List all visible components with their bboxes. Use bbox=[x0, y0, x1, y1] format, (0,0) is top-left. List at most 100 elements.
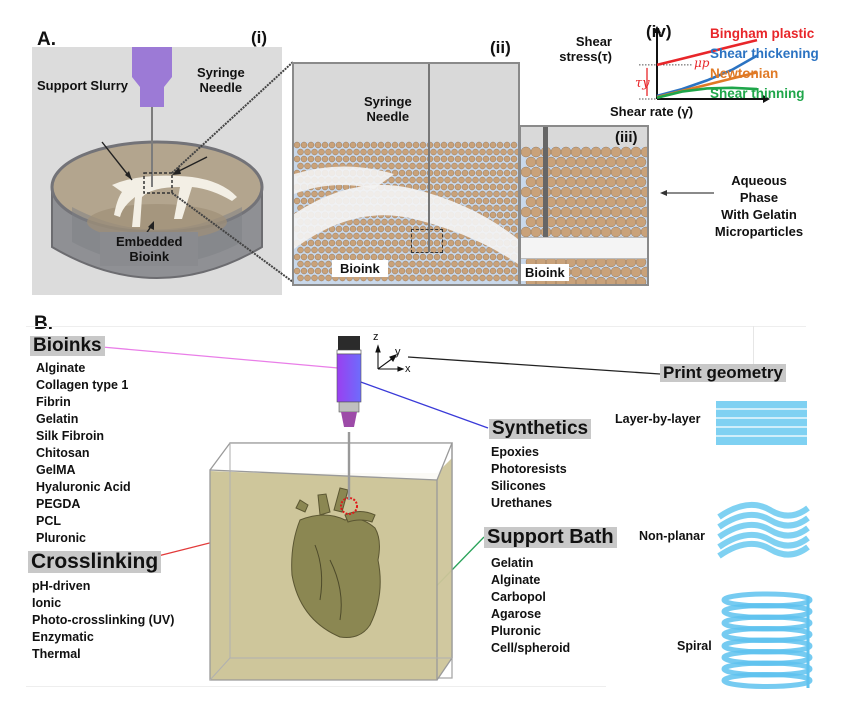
microparticle bbox=[311, 190, 318, 198]
crosslinking-item: Enzymatic bbox=[32, 630, 94, 644]
microparticle bbox=[356, 155, 364, 163]
microparticle bbox=[440, 155, 448, 163]
microparticle bbox=[440, 183, 448, 191]
layer-by-layer-label: Layer-by-layer bbox=[615, 412, 701, 426]
microparticle bbox=[314, 253, 322, 261]
chart-ylabel-line1: Shear bbox=[575, 34, 612, 49]
microparticle bbox=[437, 162, 444, 170]
microparticle bbox=[307, 141, 315, 149]
crosslinking-item: Photo-crosslinking (UV) bbox=[32, 613, 175, 627]
y-axis-arrow bbox=[653, 26, 661, 33]
microparticle bbox=[370, 155, 378, 163]
microparticle bbox=[405, 155, 413, 163]
microparticle bbox=[465, 162, 472, 170]
microparticle bbox=[507, 176, 514, 184]
chart-ylabel: Shear stress(τ) bbox=[556, 34, 612, 64]
microparticle bbox=[335, 225, 343, 233]
microparticle bbox=[496, 169, 504, 177]
microparticle bbox=[314, 239, 322, 247]
bioink-item: PEGDA bbox=[36, 497, 81, 511]
microparticle bbox=[426, 267, 434, 275]
microparticle bbox=[486, 190, 493, 198]
microparticle bbox=[486, 176, 493, 184]
microparticle bbox=[475, 155, 483, 163]
microparticle bbox=[468, 267, 476, 275]
microparticle bbox=[398, 239, 406, 247]
microparticle bbox=[454, 155, 462, 163]
microparticle bbox=[297, 274, 304, 282]
microparticle bbox=[486, 148, 493, 156]
microparticle bbox=[507, 218, 514, 226]
microparticle bbox=[318, 190, 325, 198]
divider-top bbox=[26, 326, 806, 327]
microparticle bbox=[493, 274, 500, 282]
microparticle bbox=[381, 218, 388, 226]
microparticle bbox=[451, 232, 458, 240]
syringe-b bbox=[336, 336, 362, 427]
microparticle bbox=[475, 267, 483, 275]
microparticle bbox=[332, 232, 339, 240]
microparticle bbox=[307, 239, 315, 247]
microparticle bbox=[447, 141, 455, 149]
microparticle bbox=[451, 162, 458, 170]
microparticle bbox=[458, 176, 465, 184]
microparticle bbox=[409, 260, 416, 268]
microparticle bbox=[461, 267, 469, 275]
microparticle bbox=[510, 155, 518, 163]
microparticle bbox=[360, 232, 367, 240]
microparticle bbox=[416, 232, 423, 240]
microparticle bbox=[461, 155, 469, 163]
microparticle bbox=[510, 267, 518, 275]
aqueous-line3: With Gelatin bbox=[721, 207, 797, 222]
microparticle bbox=[454, 141, 462, 149]
microparticle bbox=[381, 246, 388, 254]
non-planar-label: Non-planar bbox=[639, 529, 705, 543]
microparticle bbox=[321, 141, 329, 149]
microparticle bbox=[493, 260, 500, 268]
microparticle bbox=[342, 225, 350, 233]
legend-entry: Bingham plastic bbox=[710, 26, 815, 41]
microparticle bbox=[507, 204, 514, 212]
legend-entry: Shear thinning bbox=[710, 86, 805, 101]
microparticle bbox=[377, 225, 385, 233]
microparticle bbox=[294, 267, 301, 275]
series-line-shear-thickening bbox=[656, 54, 758, 98]
microparticle bbox=[398, 141, 406, 149]
microparticle bbox=[500, 148, 507, 156]
microparticle bbox=[349, 141, 357, 149]
microparticle bbox=[635, 276, 647, 284]
microparticle bbox=[489, 197, 497, 205]
microparticle bbox=[367, 218, 374, 226]
microparticle bbox=[311, 260, 318, 268]
microparticle bbox=[332, 148, 339, 156]
microparticle bbox=[475, 183, 483, 191]
microparticle bbox=[412, 253, 420, 261]
microparticle bbox=[500, 274, 507, 282]
microparticle bbox=[353, 246, 360, 254]
support-bath-item: Cell/spheroid bbox=[491, 641, 571, 655]
microparticle bbox=[433, 169, 441, 177]
microparticle bbox=[475, 253, 483, 261]
microparticle bbox=[349, 225, 357, 233]
microparticle bbox=[489, 211, 497, 219]
microparticle bbox=[465, 260, 472, 268]
microparticle bbox=[514, 176, 518, 184]
microparticle bbox=[430, 232, 437, 240]
panel-b-letter: B. bbox=[34, 313, 53, 334]
microparticle bbox=[391, 141, 399, 149]
spiral-icon bbox=[721, 591, 813, 689]
microparticle bbox=[311, 148, 318, 156]
microparticle bbox=[416, 246, 423, 254]
microparticle bbox=[370, 239, 378, 247]
chart-xlabel: Shear rate (γ̇) bbox=[610, 104, 694, 119]
synthetic-item: Photoresists bbox=[491, 462, 567, 476]
support-bath-item: Agarose bbox=[491, 607, 542, 621]
tau-y-annotation: τy bbox=[635, 76, 650, 91]
microparticle bbox=[412, 141, 420, 149]
microparticle bbox=[489, 267, 497, 275]
microparticle bbox=[377, 239, 385, 247]
microparticle bbox=[430, 176, 437, 184]
microparticle bbox=[304, 274, 311, 282]
